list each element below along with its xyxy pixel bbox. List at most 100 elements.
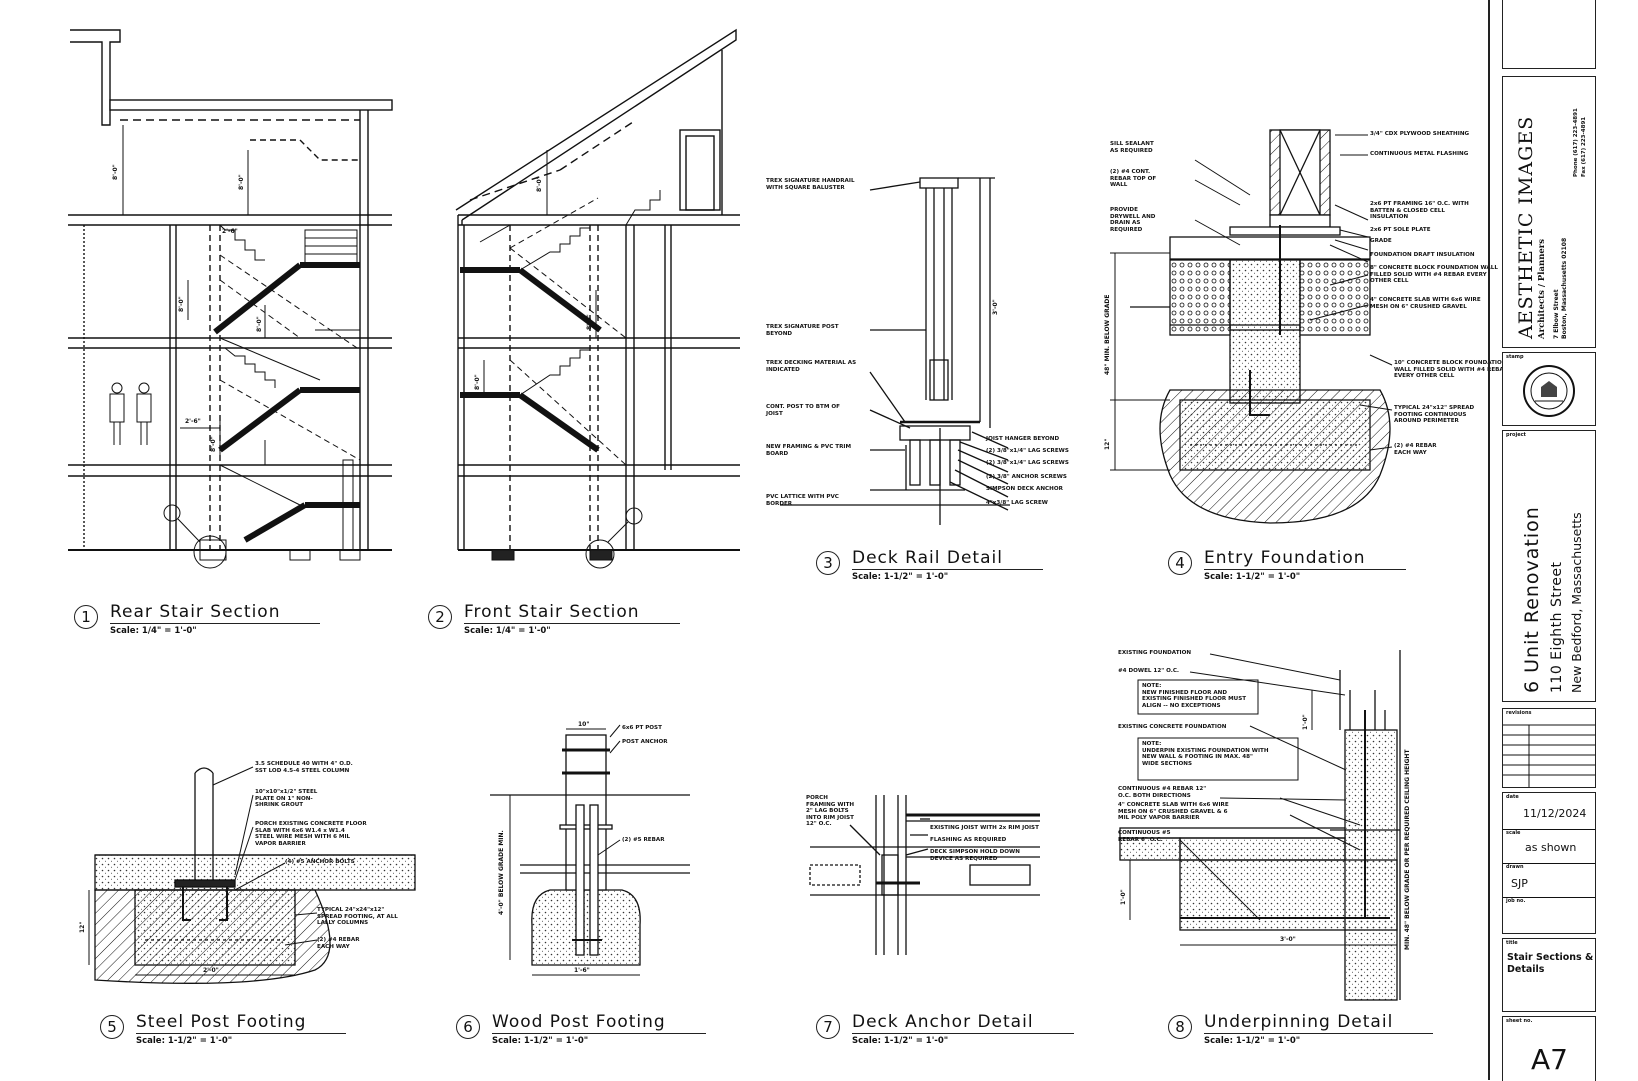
detail-scale: Scale: 1/4" = 1'-0" (110, 626, 197, 636)
detail-number-bubble: 4 (1168, 551, 1192, 575)
detail-number-bubble: 8 (1168, 1015, 1192, 1039)
detail-caption-5: 5 Steel Post Footing Scale: 1-1/2" = 1'-… (100, 1012, 347, 1046)
callout-note: (2) 3/8" ANCHOR SCREWS (986, 474, 1067, 480)
detail-number-bubble: 7 (816, 1015, 840, 1039)
detail-scale: Scale: 1-1/2" = 1'-0" (492, 1036, 589, 1046)
callout-note: CONTINUOUS METAL FLASHING (1370, 151, 1469, 157)
dimension-label: 8'-0" (112, 164, 119, 180)
dimension-label: 12" (79, 921, 86, 933)
dimension-label: 8'-0" (238, 174, 245, 190)
scale-cell: scale as shown (1503, 829, 1595, 864)
callout-note: NOTE: UNDERPIN EXISTING FOUNDATION WITH … (1142, 741, 1269, 767)
firm-address-2: Boston, Massachusetts 02108 (1561, 237, 1568, 339)
firm-name: AESTHETIC IMAGES (1515, 115, 1537, 339)
date-label: date (1506, 794, 1519, 800)
dimension-label: MIN. 48" BELOW GRADE OR PER REQUIRED CEI… (1404, 749, 1411, 950)
project-info-box: date 11/12/2024 scale as shown drawn SJP… (1502, 792, 1596, 934)
front-stair-section-drawing (455, 28, 740, 569)
detail-number-bubble: 2 (428, 605, 452, 629)
detail-title: Wood Post Footing (492, 1012, 706, 1034)
detail-caption-6: 6 Wood Post Footing Scale: 1-1/2" = 1'-0… (456, 1012, 706, 1046)
callout-note: (2) #5 REBAR (622, 837, 665, 843)
dimension-label: 8'-0" (536, 176, 543, 192)
rear-stair-section-drawing (68, 29, 393, 569)
sheet-title-value: Stair Sections & Details (1507, 952, 1594, 975)
dimension-label: 1'-6" (574, 967, 590, 974)
dimension-label: 2'-6" (185, 418, 201, 425)
callout-note: 4" CONCRETE SLAB WITH 6x6 WIRE MESH ON 6… (1118, 802, 1229, 821)
dimension-label: 3'-0" (992, 299, 999, 315)
callout-note: SIMPSON DECK ANCHOR (986, 486, 1063, 492)
callout-note: SILL SEALANT AS REQUIRED (1110, 141, 1154, 154)
dimension-label: 8'-0" (586, 314, 593, 330)
callout-note: PORCH EXISTING CONCRETE FLOOR SLAB WITH … (255, 821, 367, 847)
callout-note: 3/4" CDX PLYWOOD SHEATHING (1370, 131, 1470, 137)
sheet-number-label: sheet no. (1506, 1018, 1533, 1024)
detail-scale: Scale: 1-1/2" = 1'-0" (1204, 572, 1301, 582)
detail-number-bubble: 6 (456, 1015, 480, 1039)
detail-number-bubble: 5 (100, 1015, 124, 1039)
callout-note: (2) 3/8"x1/4" LAG SCREWS (986, 448, 1069, 454)
deck-rail-drawing (780, 177, 1010, 525)
callout-note: TREX SIGNATURE HANDRAIL WITH SQUARE BALU… (766, 178, 855, 191)
project-box: project 6 Unit Renovation 110 Eighth Str… (1502, 430, 1596, 702)
callout-note: 2x6 PT FRAMING 16" O.C. WITH BATTEN & CL… (1370, 201, 1469, 220)
callout-note: EXISTING JOIST WITH 2x RIM JOIST (930, 825, 1039, 831)
callout-note: PORCH FRAMING WITH 2" LAG BOLTS INTO RIM… (806, 795, 855, 827)
dimension-label: 4'-0" BELOW GRADE MIN. (498, 830, 505, 915)
job-label: job no. (1506, 898, 1526, 904)
dimension-label: 10" (578, 721, 590, 728)
callout-note: (2) #4 CONT. REBAR TOP OF WALL (1110, 169, 1157, 188)
callout-note: 10"x10"x1/2" STEEL PLATE ON 1" NON- SHRI… (255, 789, 318, 808)
callout-note: CONTINUOUS #4 REBAR 12" O.C. BOTH DIRECT… (1118, 786, 1207, 799)
project-label: project (1506, 432, 1526, 438)
callout-note: #4 DOWEL 12" O.C. (1118, 668, 1180, 674)
detail-wood-post-footing: 6x6 PT POST POST ANCHOR (2) #5 REBAR 10"… (490, 721, 750, 990)
callout-note: PVC LATTICE WITH PVC BORDER (766, 494, 839, 507)
detail-caption-7: 7 Deck Anchor Detail Scale: 1-1/2" = 1'-… (816, 1012, 1074, 1046)
sheet-number-value: A7 (1531, 1043, 1568, 1076)
dimension-label: 3'-0" (1280, 936, 1296, 943)
dimension-label: 8'-0" (210, 436, 217, 452)
callout-note: FLASHING AS REQUIRED (930, 837, 1007, 843)
project-name: 6 Unit Renovation (1521, 506, 1543, 693)
revisions-box: revisions (1502, 708, 1596, 788)
callout-note: (4) #5 ANCHOR BOLTS (285, 859, 355, 865)
detail-title: Deck Anchor Detail (852, 1012, 1074, 1034)
detail-rear-stair-section: 8'-0" 8'-0" 2'-6" 8'-0" 8'-0" 8'-0" 2'-6… (60, 20, 410, 580)
drawn-cell: drawn SJP (1503, 863, 1595, 898)
detail-caption-1: 1 Rear Stair Section Scale: 1/4" = 1'-0" (74, 602, 321, 636)
firm-address-1: 7 Elbow Street (1553, 289, 1560, 339)
dimension-label: 1'-0" (1120, 889, 1127, 905)
project-address-2: New Bedford, Massachusetts (1569, 512, 1584, 693)
detail-title: Front Stair Section (464, 602, 680, 624)
dimension-label: 2'-0" (203, 967, 219, 974)
callout-note: (2) #4 REBAR EACH WAY (317, 937, 360, 950)
detail-title: Steel Post Footing (136, 1012, 347, 1034)
revisions-label: revisions (1506, 710, 1532, 716)
title-block-top-box (1502, 0, 1596, 69)
callout-note: POST ANCHOR (622, 739, 668, 745)
detail-number-bubble: 1 (74, 605, 98, 629)
callout-note: FOUNDATION DRAFT INSULATION (1370, 252, 1475, 258)
detail-entry-foundation: 3/4" CDX PLYWOOD SHEATHING CONTINUOUS ME… (1104, 125, 1508, 545)
detail-caption-2: 2 Front Stair Section Scale: 1/4" = 1'-0… (428, 602, 680, 636)
callout-note: NEW FRAMING & PVC TRIM BOARD (766, 444, 852, 457)
dimension-label: 8'-0" (178, 296, 185, 312)
detail-title: Deck Rail Detail (852, 548, 1043, 570)
drawn-value: SJP (1511, 877, 1528, 890)
date-cell: date 11/12/2024 (1503, 793, 1595, 830)
firm-fax: Fax (617) 223-4891 (1581, 116, 1587, 177)
sheet-title-box: title Stair Sections & Details (1502, 938, 1596, 1012)
scale-label: scale (1506, 830, 1521, 836)
detail-title: Underpinning Detail (1204, 1012, 1434, 1034)
detail-caption-8: 8 Underpinning Detail Scale: 1-1/2" = 1'… (1168, 1012, 1434, 1046)
detail-scale: Scale: 1-1/2" = 1'-0" (852, 572, 949, 582)
entry-foundation-drawing (1110, 129, 1393, 524)
sheet-title-label: title (1506, 940, 1518, 946)
wood-post-footing-drawing (490, 724, 690, 976)
callout-note: 4"x3/8" LAG SCREW (986, 500, 1048, 506)
stamp-label: stamp (1506, 354, 1524, 360)
dimension-label: 48" MIN. BELOW GRADE (1104, 294, 1111, 375)
